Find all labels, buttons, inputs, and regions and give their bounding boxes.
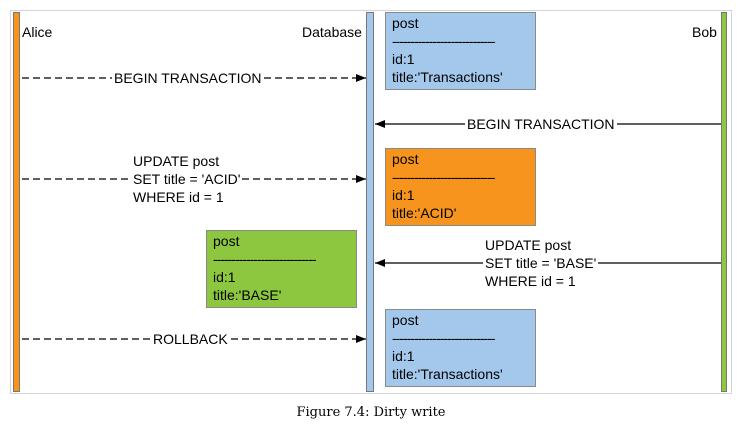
state-title: title:'ACID' xyxy=(392,205,457,221)
database-lifeline xyxy=(366,12,374,392)
alice-update-line-3: WHERE id = 1 xyxy=(133,189,224,205)
state-id: id:1 xyxy=(392,348,415,364)
state-separator: ---------------------------- xyxy=(392,330,496,346)
bob-update-line-3: WHERE id = 1 xyxy=(485,273,576,289)
bob-begin-label: BEGIN TRANSACTION xyxy=(465,115,617,133)
bob-lifeline xyxy=(721,12,727,392)
state-id: id:1 xyxy=(213,269,236,285)
state-table: post xyxy=(392,151,419,167)
state-table: post xyxy=(392,15,419,31)
state-separator: ---------------------------- xyxy=(392,169,496,185)
bob-label: Bob xyxy=(692,24,717,40)
alice-update-line-2: SET title = 'ACID' xyxy=(131,170,243,188)
state-id: id:1 xyxy=(392,187,415,203)
diagram-frame xyxy=(10,10,732,394)
state-table: post xyxy=(392,312,419,328)
state-table: post xyxy=(213,233,240,249)
state-box-rolled-back: post ---------------------------- id:1 t… xyxy=(385,309,536,387)
alice-begin-label: BEGIN TRANSACTION xyxy=(112,69,264,87)
alice-rollback-label: ROLLBACK xyxy=(151,330,230,348)
bob-update-line-1: UPDATE post xyxy=(485,237,572,253)
state-separator: ---------------------------- xyxy=(213,251,317,267)
alice-lifeline xyxy=(13,12,20,392)
state-title: title:'Transactions' xyxy=(392,366,503,382)
state-box-base: post ---------------------------- id:1 t… xyxy=(206,230,357,308)
state-box-acid: post ---------------------------- id:1 t… xyxy=(385,148,536,226)
figure-caption: Figure 7.4: Dirty write xyxy=(296,405,446,420)
state-separator: ---------------------------- xyxy=(392,33,496,49)
state-box-initial: post ---------------------------- id:1 t… xyxy=(385,12,536,90)
state-title: title:'BASE' xyxy=(213,287,282,303)
state-id: id:1 xyxy=(392,51,415,67)
database-label: Database xyxy=(302,24,362,40)
alice-label: Alice xyxy=(22,24,53,40)
bob-update-line-2: SET title = 'BASE' xyxy=(483,254,599,272)
state-title: title:'Transactions' xyxy=(392,69,503,85)
alice-update-line-1: UPDATE post xyxy=(133,153,220,169)
